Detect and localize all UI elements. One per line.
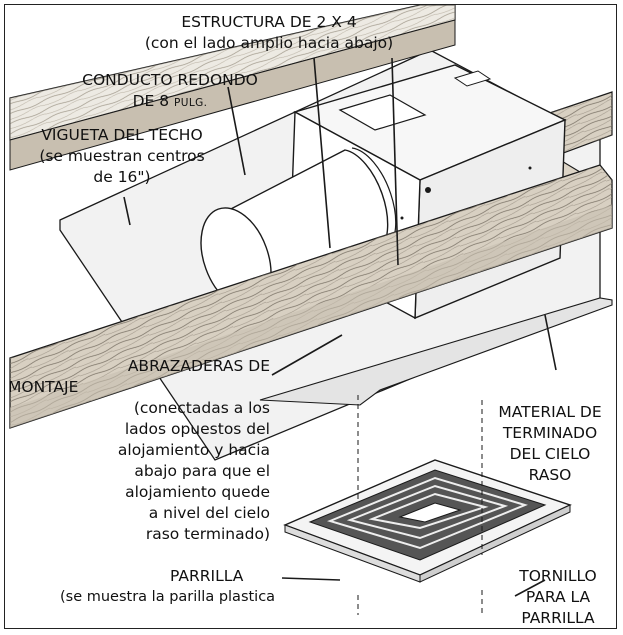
joist-label: VIGUETA DEL TECHO (se muestran centros d… [8,125,236,188]
frame-label: ESTRUCTURA DE 2 X 4 (con el lado amplio … [110,12,428,54]
ceiling-board-front [259,297,613,406]
brackets-label-line6: abajo para que el [134,462,270,480]
ceiling-joist-upper [9,4,456,171]
brackets-label-line2: MONTAJE [8,378,79,396]
leader-lines [123,57,557,597]
grille-label: PARRILLA (se muestra la parilla plastica [60,566,360,608]
duct-label-size: DE 8 [132,92,175,110]
duct-label-line1: CONDUCTO REDONDO [82,71,258,89]
brackets-label-line1: ABRAZADERAS DE [127,357,270,375]
ceiling-label-line3: DEL CIELO [509,445,591,463]
duct-label-unit: PULG. [174,97,208,109]
diagram-frame [4,4,617,629]
ceiling-label-line4: RASO [528,466,572,484]
joist-label-line2: (se muestran centros [39,147,205,165]
ceiling-material-label: MATERIAL DE TERMINADO DEL CIELO RASO [484,402,616,486]
screw-label-line3: PARRILLA [521,609,595,627]
brackets-label-line7: alojamiento quede [125,483,270,501]
joist-label-line1: VIGUETA DEL TECHO [41,126,203,144]
duct-label: CONDUCTO REDONDO DE 8 PULG. [55,70,285,114]
ceiling-joist-lower [9,164,613,429]
ceiling-label-line2: TERMINADO [502,424,598,442]
brackets-label-line4: lados opuestos del [124,420,270,438]
grille [283,459,572,583]
screw-label: TORNILLO PARA LA PARRILLA [502,566,614,629]
brackets-label-line3: (conectadas a los [133,399,270,417]
brackets-label: ABRAZADERAS DE MONTAJE (conectadas a los… [8,356,270,545]
frame-label-line1: ESTRUCTURA DE 2 X 4 [181,13,357,31]
duct-label-line2: DE 8 PULG. [55,91,285,114]
joist-label-line3: de 16") [93,168,151,186]
grille-label-line1: PARRILLA [170,567,244,585]
ceiling-label-line1: MATERIAL DE [498,403,602,421]
brackets-label-line5: alojamiento y hacia [117,441,270,459]
screw-label-line2: PARA LA [525,588,591,606]
screw-label-line1: TORNILLO [519,567,597,585]
brackets-label-line9: raso terminado) [145,525,270,543]
grille-label-line2: (se muestra la parilla plastica [60,589,276,605]
brackets-label-line8: a nivel del cielo [148,504,270,522]
frame-label-line2: (con el lado amplio hacia abajo) [144,34,394,52]
alignment-lines [357,395,483,615]
